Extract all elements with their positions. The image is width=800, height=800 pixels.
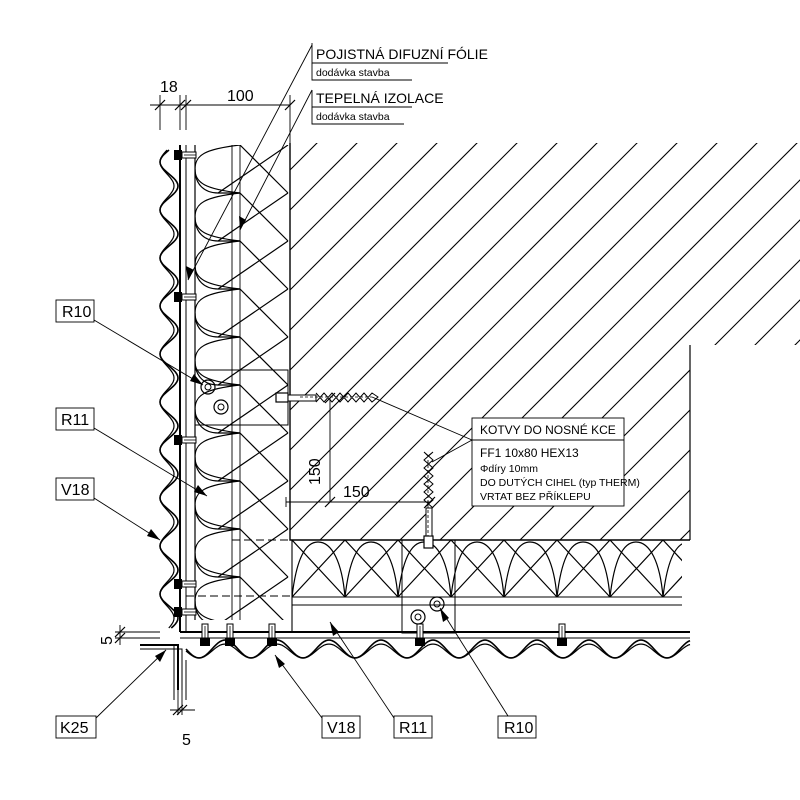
corner-trim-k25 (140, 644, 187, 700)
screws-left (174, 150, 197, 617)
svg-text:R11: R11 (61, 412, 89, 429)
note-foil: POJISTNÁ DIFUZNÍ FÓLIE dodávka stavba (186, 43, 488, 281)
rivet-icon (200, 379, 216, 395)
svg-text:R10: R10 (504, 720, 533, 737)
rivet-icon (213, 399, 229, 415)
rivet-icon (429, 596, 445, 612)
svg-text:K25: K25 (60, 720, 89, 737)
dimension-150: 150 150 (285, 392, 436, 508)
anchor-line-3: DO DUTÝCH CIHEL (typ THERM) (480, 476, 640, 489)
anchor-line-4: VRTAT BEZ PŘÍKLEPU (480, 490, 591, 503)
screw-icon (174, 292, 197, 302)
note-anchors: KOTVY DO NOSNÉ KCE FF1 10x80 HEX13 Φdíry… (371, 396, 640, 507)
screw-icon (174, 607, 197, 617)
dim-150-horizontal-label: 150 (343, 484, 370, 501)
dimension-top: 18 100 (150, 79, 296, 145)
tag-r10-bottom: R10 (439, 607, 537, 739)
screw-icon (225, 623, 235, 646)
foil-subtitle: dodávka stavba (316, 67, 390, 79)
left-insulation (194, 145, 289, 620)
screws-bottom (200, 623, 567, 646)
tag-k25: K25 (55, 649, 167, 739)
insulation-subtitle: dodávka stavba (316, 111, 390, 123)
anchor-line-2: Φdíry 10mm (480, 463, 538, 475)
note-insulation: TEPELNÁ IZOLACE dodávka stavba (239, 89, 444, 231)
anchor-line-1: FF1 10x80 HEX13 (480, 446, 579, 460)
tag-v18-bottom: V18 (274, 654, 361, 739)
dim-150-vertical-label: 150 (307, 458, 324, 485)
anchor-horizontal (275, 392, 379, 403)
screw-icon (267, 623, 277, 646)
inner-profiles (179, 145, 690, 639)
dim-18-label: 18 (160, 79, 178, 96)
svg-text:R10: R10 (62, 304, 91, 321)
insulation-title: TEPELNÁ IZOLACE (316, 90, 444, 106)
screw-icon (174, 435, 197, 445)
bottom-insulation (291, 539, 682, 634)
screw-icon (200, 623, 210, 646)
screw-icon (174, 579, 197, 589)
rivet-icon (410, 609, 426, 625)
corrugated-sheet-bottom (185, 639, 691, 659)
tag-r11-left: R11 (55, 407, 208, 497)
dimension-5: 5 5 (99, 625, 195, 749)
foil-title: POJISTNÁ DIFUZNÍ FÓLIE (316, 46, 488, 62)
anchor-title: KOTVY DO NOSNÉ KCE (480, 422, 616, 437)
corrugated-sheet-left (159, 149, 179, 629)
dim-5-horizontal-label: 5 (182, 732, 191, 749)
anchor-vertical (423, 451, 434, 549)
tag-r10-left: R10 (55, 299, 204, 386)
screw-icon (557, 623, 567, 646)
svg-text:V18: V18 (61, 482, 90, 499)
svg-text:R11: R11 (399, 720, 427, 737)
tag-r11-bottom: R11 (329, 621, 433, 739)
dim-5-vertical-label: 5 (99, 636, 116, 645)
screw-icon (415, 623, 425, 646)
screw-icon (174, 150, 197, 160)
tag-v18-left: V18 (55, 477, 161, 541)
svg-text:V18: V18 (327, 720, 356, 737)
dim-100-label: 100 (227, 88, 254, 105)
rivets (200, 379, 445, 625)
